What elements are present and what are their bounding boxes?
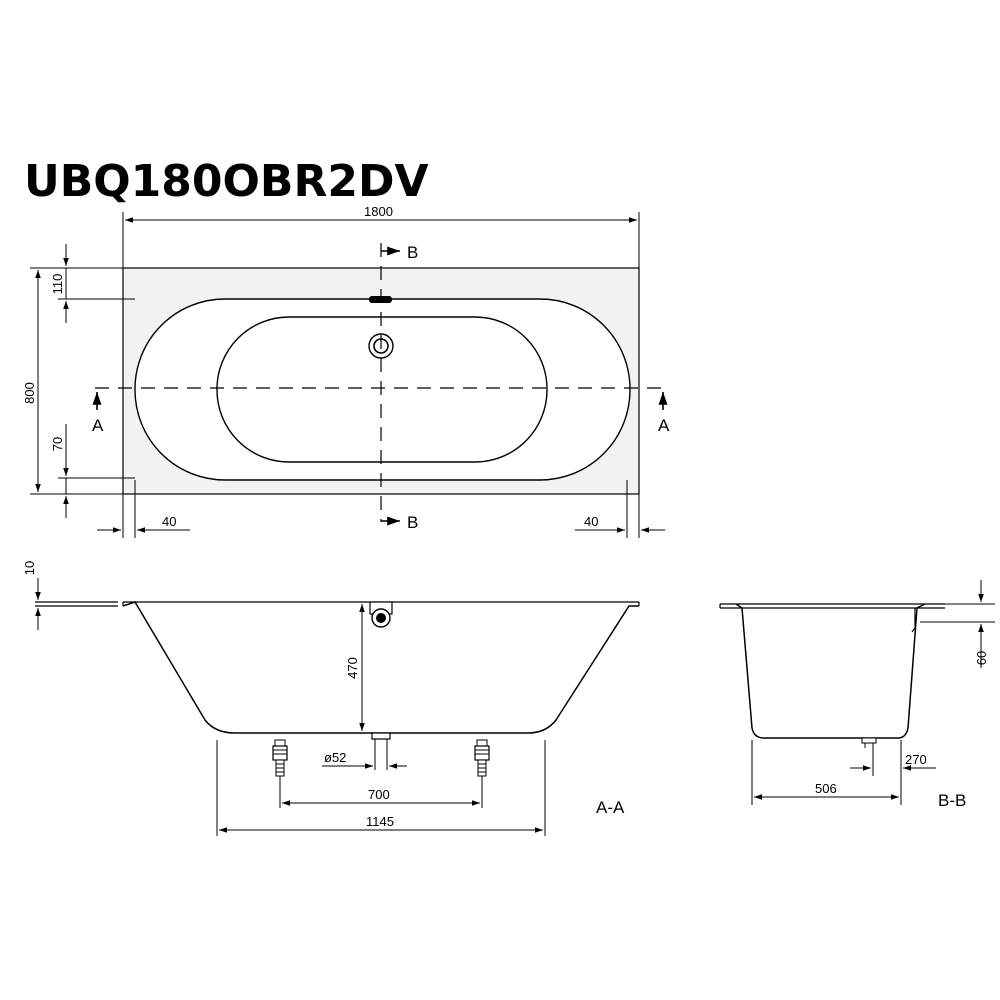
dim-depth-label: 470 bbox=[345, 657, 360, 679]
dim-length-label: 1800 bbox=[364, 204, 393, 219]
drain-bb-icon bbox=[861, 737, 877, 748]
section-a-left-label: A bbox=[92, 416, 104, 435]
section-b-top-label: B bbox=[407, 243, 418, 262]
dim-left-offset-label: 40 bbox=[162, 514, 176, 529]
dim-drain-diameter-label: ø52 bbox=[324, 750, 346, 765]
dim-left-offset: 40 bbox=[97, 480, 190, 538]
section-a-right-label: A bbox=[658, 416, 670, 435]
dim-bottom-rim: 70 bbox=[50, 424, 135, 518]
dim-bottom-rim-label: 70 bbox=[50, 437, 65, 451]
dim-bottom-length: 1145 bbox=[216, 740, 546, 836]
foot-right-icon bbox=[474, 739, 490, 777]
dim-bottom-width-label: 506 bbox=[815, 781, 837, 796]
section-bb-view: 60 270 506 B-B bbox=[719, 580, 995, 810]
section-aa-view: 10 470 ø52 700 1145 A-A bbox=[22, 561, 640, 836]
basin-inner-edge bbox=[216, 316, 548, 463]
dim-width: 800 bbox=[22, 267, 123, 495]
tub-bb-profile bbox=[735, 603, 926, 739]
dim-drain-offset: 270 bbox=[850, 740, 936, 776]
top-view: A A B B 1800 800 110 bbox=[22, 204, 670, 538]
dim-depth: 470 bbox=[345, 604, 365, 731]
foot-left-icon bbox=[272, 739, 288, 777]
dim-drain-offset-label: 270 bbox=[905, 752, 927, 767]
dim-rim-thickness-label: 10 bbox=[22, 561, 37, 575]
overflow-stub-icon bbox=[911, 608, 916, 633]
drain-outlet-icon bbox=[371, 732, 391, 770]
dim-top-rim: 110 bbox=[50, 244, 135, 323]
dim-top-rim-label: 110 bbox=[50, 274, 65, 295]
dim-bottom-length-label: 1145 bbox=[366, 814, 394, 829]
dim-rim-height: 60 bbox=[920, 580, 995, 668]
dim-width-label: 800 bbox=[22, 382, 37, 404]
dim-right-offset-label: 40 bbox=[584, 514, 598, 529]
section-bb-label: B-B bbox=[938, 791, 966, 810]
dim-length: 1800 bbox=[122, 204, 640, 268]
dim-right-offset: 40 bbox=[575, 480, 665, 538]
section-aa-label: A-A bbox=[596, 798, 625, 817]
overflow-fitting-icon bbox=[369, 601, 393, 628]
dim-drain-diameter: ø52 bbox=[322, 750, 407, 769]
dim-feet-spacing: 700 bbox=[279, 776, 483, 808]
dim-bottom-width: 506 bbox=[751, 740, 902, 805]
section-b-bottom-label: B bbox=[407, 513, 418, 532]
dim-rim-height-label: 60 bbox=[974, 651, 989, 665]
dim-feet-spacing-label: 700 bbox=[368, 787, 390, 802]
model-title: UBQ180OBR2DV bbox=[24, 156, 429, 207]
dim-rim-thickness: 10 bbox=[22, 561, 41, 630]
